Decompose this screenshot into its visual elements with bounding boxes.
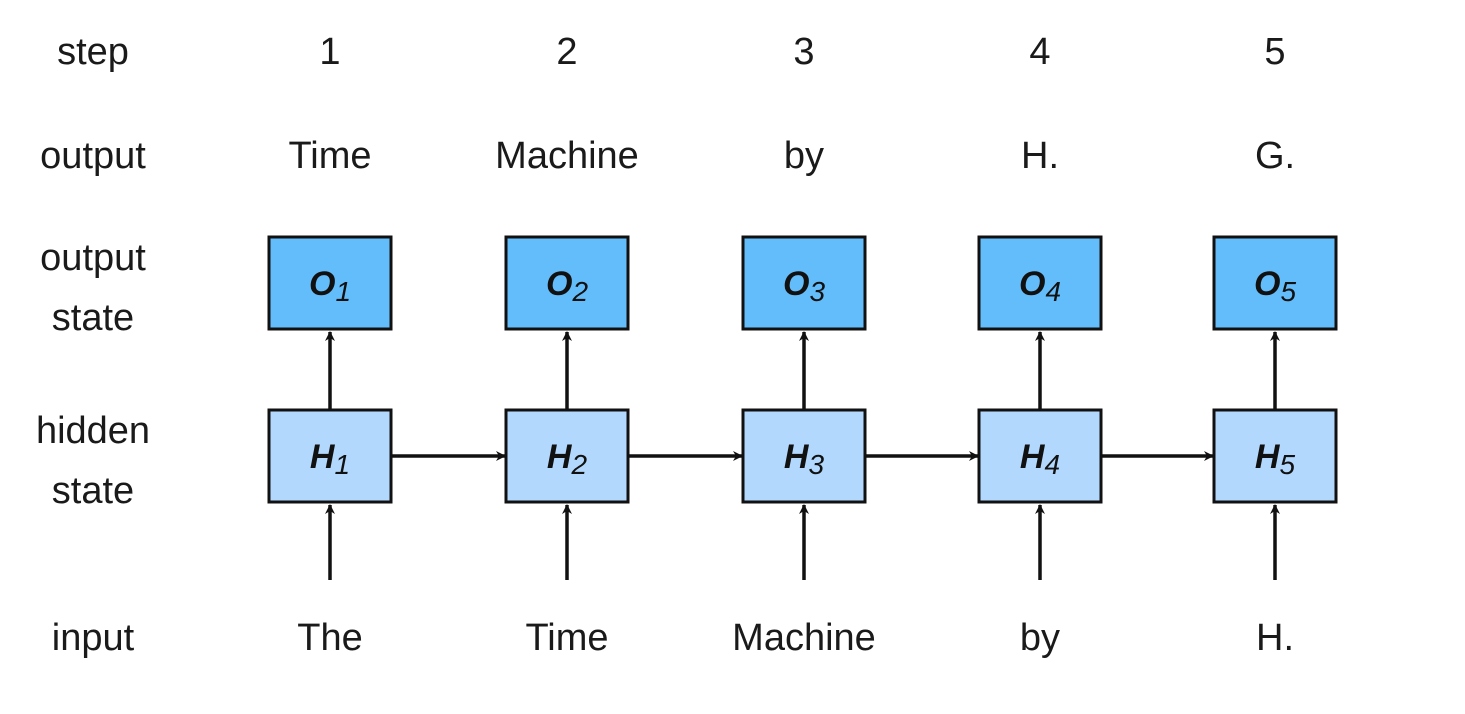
output-state-box [504,235,630,331]
hidden-state-label: H5 [1255,438,1296,480]
output-state: O4 [977,235,1103,331]
row-label-output-state-line1: output [40,237,146,279]
output-state: O2 [504,235,630,331]
row-label-output-state-line2: state [52,297,134,339]
row-labels: step output output state hidden state in… [36,31,150,659]
step-number: 1 [319,31,340,73]
row-label-output: output [40,135,146,177]
output-state-box [267,235,393,331]
output-state-box [741,235,867,331]
output-token: Machine [495,135,639,177]
time-step-columns: 1TimeO1H1The2MachineO2H2Time3byO3H3Machi… [267,31,1338,659]
hidden-state-box [977,408,1103,504]
row-label-step: step [57,31,129,73]
hidden-state: H1 [267,408,393,504]
input-token: H. [1256,617,1294,659]
step-number: 4 [1029,31,1050,73]
hidden-state: H5 [1212,408,1338,504]
output-token: H. [1021,135,1059,177]
input-token: by [1020,617,1060,659]
row-label-input: input [52,617,135,659]
output-state: O1 [267,235,393,331]
output-token: G. [1255,135,1295,177]
hidden-state: H4 [977,408,1103,504]
output-state: O5 [1212,235,1338,331]
hidden-state-box [741,408,867,504]
input-token: The [297,617,362,659]
hidden-state: H3 [741,408,867,504]
step-number: 5 [1264,31,1285,73]
row-label-hidden-state-line2: state [52,470,134,512]
output-state-box [1212,235,1338,331]
hidden-state-box [1212,408,1338,504]
hidden-state: H2 [504,408,630,504]
output-state-box [977,235,1103,331]
input-token: Time [525,617,608,659]
step-number: 2 [556,31,577,73]
output-token: Time [288,135,371,177]
output-token: by [784,135,824,177]
row-label-hidden-state-line1: hidden [36,410,150,452]
input-token: Machine [732,617,876,659]
step-number: 3 [793,31,814,73]
output-state: O3 [741,235,867,331]
output-state-label: O3 [783,265,825,307]
